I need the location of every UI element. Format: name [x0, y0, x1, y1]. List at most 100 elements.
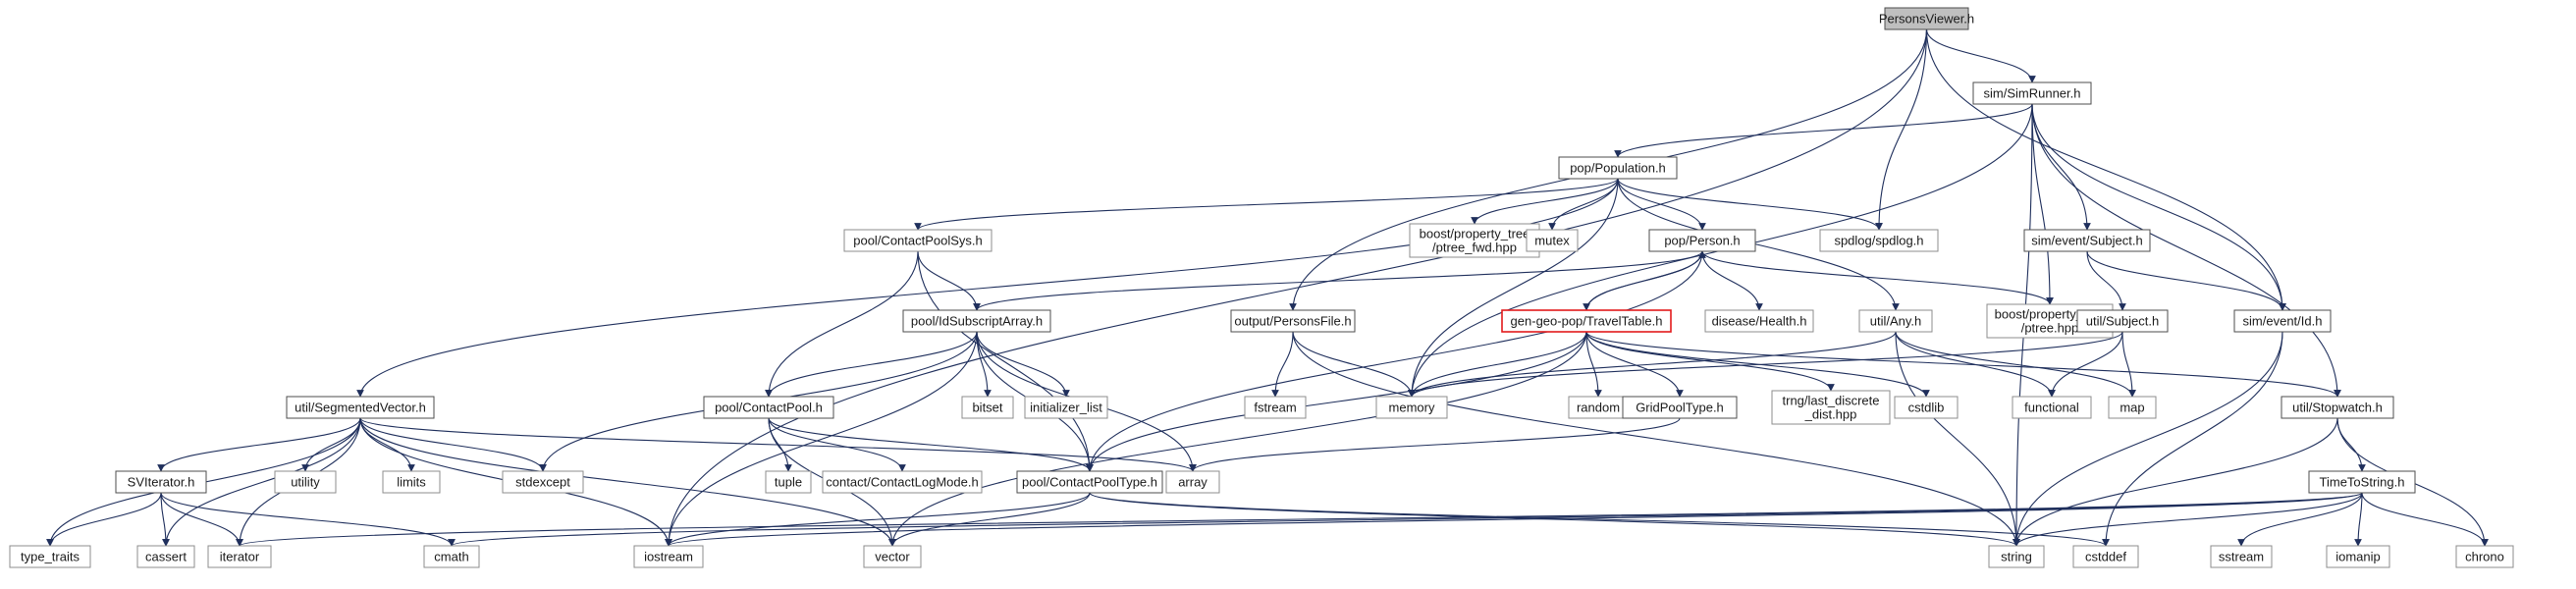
- node-evid[interactable]: sim/event/Id.h: [2233, 309, 2332, 333]
- node-timetostr[interactable]: TimeToString.h: [2308, 470, 2416, 494]
- node-box: [1230, 309, 1356, 333]
- node-tuple: tuple: [765, 470, 812, 494]
- edge-utilsubject-to-memory: [1408, 331, 2123, 398]
- node-label: vector: [875, 550, 910, 564]
- edge-gridpool-to-array: [1189, 417, 1681, 472]
- edge-anyh-to-functional: [1895, 331, 2056, 398]
- node-box: [1972, 81, 2092, 105]
- edge-population-to-anyh: [1617, 178, 1900, 311]
- node-functional: functional: [2012, 396, 2092, 419]
- node-personsfile[interactable]: output/PersonsFile.h: [1230, 309, 1356, 333]
- node-label: stdexcept: [515, 475, 570, 490]
- edge-root-to-iostream: [665, 28, 1928, 547]
- edge-personsfile-to-memory: [1292, 331, 1416, 398]
- edge-travel-to-stopwatch: [1585, 331, 2341, 398]
- node-label: sim/SimRunner.h: [1984, 86, 2081, 101]
- node-idsubscript[interactable]: pool/IdSubscriptArray.h: [902, 309, 1051, 333]
- edge-subjecth-to-utilsubject: [2086, 250, 2126, 311]
- node-box: [1622, 396, 1738, 419]
- node-travel[interactable]: gen-geo-pop/TravelTable.h: [1501, 309, 1672, 333]
- node-box: [1165, 470, 1220, 494]
- node-label: mutex: [1534, 234, 1570, 248]
- node-box: [423, 545, 480, 568]
- node-label: type_traits: [21, 550, 80, 564]
- node-iomanip: iomanip: [2326, 545, 2390, 568]
- node-box: [1526, 229, 1579, 252]
- node-label: output/PersonsFile.h: [1234, 314, 1351, 329]
- node-label: trng/last_discrete: [1783, 394, 1880, 408]
- node-box: [2023, 229, 2151, 252]
- node-label: TimeToString.h: [2320, 475, 2405, 490]
- node-bitset: bitset: [961, 396, 1014, 419]
- edge-subjecth-to-evid: [2086, 250, 2286, 311]
- node-segvec[interactable]: util/SegmentedVector.h: [286, 396, 435, 419]
- edge-segvec-to-vector: [359, 417, 896, 547]
- node-subjecth[interactable]: sim/event/Subject.h: [2023, 229, 2151, 252]
- node-box: [1988, 545, 2045, 568]
- node-box: [115, 470, 207, 494]
- node-box: [902, 309, 1051, 333]
- edge-travel-to-gridpool: [1585, 331, 1684, 398]
- node-contactpoolsys: pool/ContactPoolSys.h: [843, 229, 993, 252]
- edge-segvec-to-cassert: [162, 417, 361, 547]
- node-label: SVIterator.h: [128, 475, 195, 490]
- node-box: [1819, 229, 1939, 252]
- edge-idsubscript-to-initlist: [976, 331, 1070, 398]
- node-svit[interactable]: SVIterator.h: [115, 470, 207, 494]
- edge-simrunner-to-population: [1614, 103, 2033, 158]
- node-box: [1894, 396, 1959, 419]
- node-stopwatch[interactable]: util/Stopwatch.h: [2281, 396, 2394, 419]
- node-box: [2210, 545, 2273, 568]
- node-box: [207, 545, 272, 568]
- edge-svit-to-iterator: [160, 492, 243, 547]
- node-box: [286, 396, 435, 419]
- edge-utilsubject-to-map: [2121, 331, 2136, 398]
- edge-anyh-to-memory: [1408, 331, 1897, 398]
- node-cptype[interactable]: pool/ContactPoolType.h: [1016, 470, 1163, 494]
- node-label: iterator: [220, 550, 260, 564]
- node-population[interactable]: pop/Population.h: [1558, 156, 1678, 180]
- node-box: [1024, 396, 1108, 419]
- edge-timetostr-to-string: [2012, 492, 2363, 547]
- edge-population-to-contactpoolsys: [914, 178, 1619, 231]
- node-box: [863, 545, 922, 568]
- node-label: util/Subject.h: [2086, 314, 2159, 329]
- node-typetraits: type_traits: [9, 545, 91, 568]
- node-box: [2108, 396, 2157, 419]
- node-cstddef: cstddef: [2072, 545, 2139, 568]
- node-box: [1375, 396, 1448, 419]
- edge-svit-to-cmath: [160, 492, 456, 547]
- node-gridpool[interactable]: GridPoolType.h: [1622, 396, 1738, 419]
- node-box: [2076, 309, 2169, 333]
- edge-timetostr-to-iterator: [236, 492, 2363, 547]
- node-person[interactable]: pop/Person.h: [1648, 229, 1756, 252]
- node-label: sstream: [2219, 550, 2264, 564]
- node-label: disease/Health.h: [1712, 314, 1807, 329]
- edge-segvec-to-array: [359, 417, 1197, 472]
- edge-population-to-ptreefwd: [1471, 178, 1619, 225]
- node-root[interactable]: PersonsViewer.h: [1879, 7, 1974, 30]
- node-label: cmath: [434, 550, 468, 564]
- node-box: [633, 545, 704, 568]
- node-contactpool[interactable]: pool/ContactPool.h: [703, 396, 834, 419]
- node-cstdlib: cstdlib: [1894, 396, 1959, 419]
- node-map: map: [2108, 396, 2157, 419]
- edge-timetostr-to-iostream: [665, 492, 2363, 547]
- edge-timetostr-to-sstream: [2237, 492, 2363, 547]
- node-simrunner[interactable]: sim/SimRunner.h: [1972, 81, 2092, 105]
- node-contactlog: contact/ContactLogMode.h: [822, 470, 983, 494]
- node-box: [1244, 396, 1307, 419]
- node-box: [961, 396, 1014, 419]
- node-cassert: cassert: [136, 545, 195, 568]
- node-vector: vector: [863, 545, 922, 568]
- node-fstream: fstream: [1244, 396, 1307, 419]
- node-box: [2455, 545, 2514, 568]
- edge-cptype-to-vector: [888, 492, 1091, 547]
- edge-simrunner-to-stopwatch: [2031, 103, 2341, 398]
- edge-stopwatch-to-timetostr: [2336, 417, 2366, 472]
- node-label: /ptree.hpp: [2021, 321, 2079, 336]
- node-utilsubject[interactable]: util/Subject.h: [2076, 309, 2169, 333]
- node-string: string: [1988, 545, 2045, 568]
- node-box: [2326, 545, 2390, 568]
